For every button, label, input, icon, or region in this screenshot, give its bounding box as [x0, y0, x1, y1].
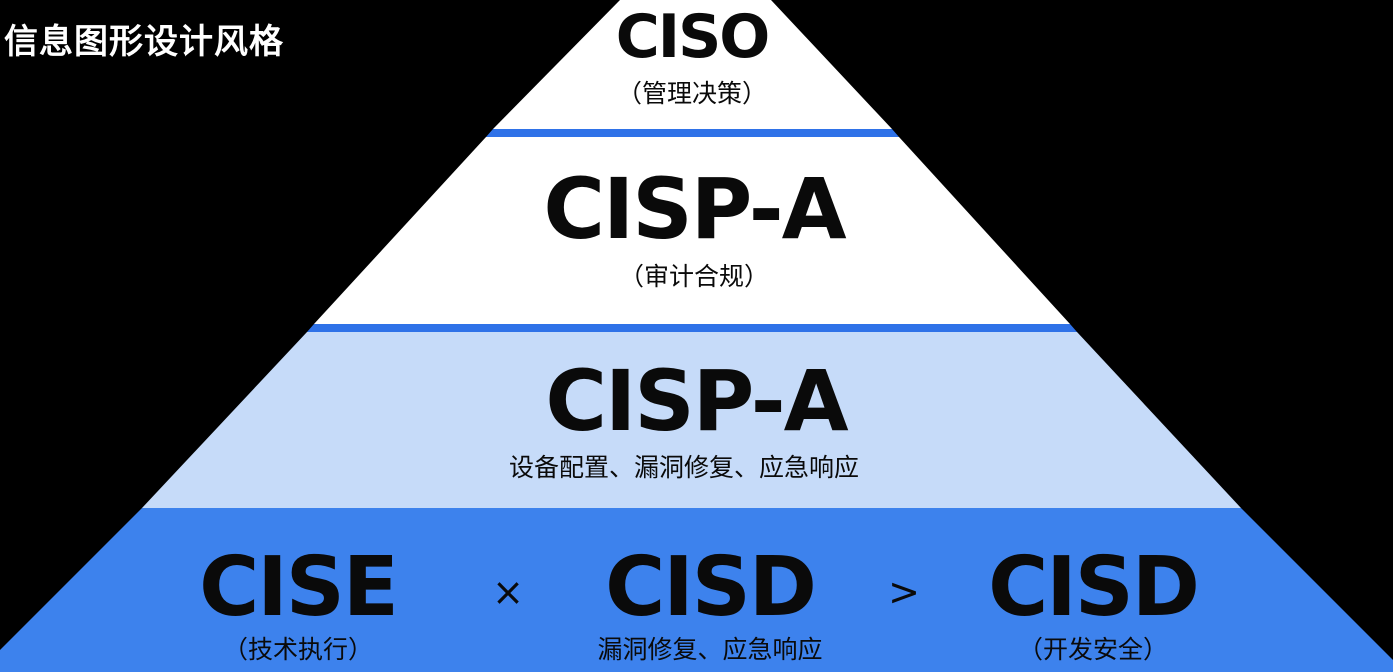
tier-title-cisp-a-audit: CISP-A: [543, 160, 846, 258]
tier-title-ciso: CISO: [615, 2, 771, 72]
base-item-subtitle-cisd-ops: 漏洞修复、应急响应: [597, 635, 823, 664]
times-separator: ×: [492, 570, 524, 614]
pyramid-tier-cisp-a-audit: [314, 137, 1070, 324]
tier-divider: [307, 324, 1077, 332]
page-title: 信息图形设计风格: [4, 22, 284, 62]
tier-title-cisp-a-ops: CISP-A: [545, 352, 848, 450]
pyramid-tier-cisp-a-ops: [142, 332, 1241, 508]
base-item-title-cisd-dev: CISD: [988, 540, 1200, 635]
base-item-title-cise: CISE: [199, 540, 399, 635]
tier-subtitle-cisp-a-ops: 设备配置、漏洞修复、应急响应: [508, 453, 860, 482]
tier-subtitle-cisp-a-audit: （审计合规）: [618, 262, 770, 291]
pyramid-tier-ciso: [493, 0, 892, 129]
base-item-subtitle-cise: （技术执行）: [222, 635, 374, 664]
greater-than-separator: >: [888, 570, 920, 614]
pyramid-tier-base: [0, 508, 1393, 672]
tier-subtitle-ciso: （管理决策）: [616, 79, 768, 108]
base-item-title-cisd-ops: CISD: [605, 540, 817, 635]
base-item-subtitle-cisd-dev: （开发安全）: [1017, 635, 1169, 664]
tier-divider: [486, 129, 899, 137]
